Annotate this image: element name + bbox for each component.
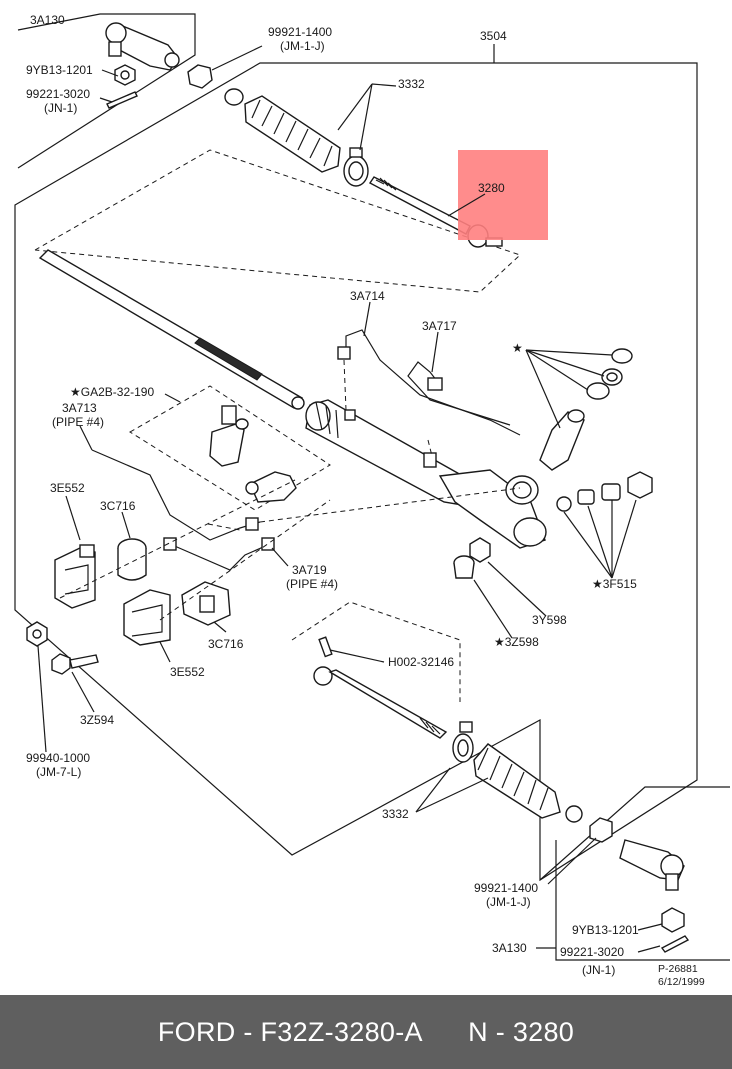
label-99221-bottom: 99221-3020 bbox=[560, 945, 624, 959]
pipe-3a713-fitting bbox=[245, 517, 259, 531]
lower-rod-dashed bbox=[291, 601, 461, 702]
insulator-3c716-bottom bbox=[181, 581, 231, 626]
highlight-3280 bbox=[458, 150, 548, 240]
pipe-3a717-dash bbox=[427, 439, 433, 457]
label-ga2b: ★GA2B-32-190 bbox=[70, 385, 154, 399]
inner-tie-rod-lower bbox=[313, 666, 448, 739]
label-jm1j-top: (JM-1-J) bbox=[280, 39, 325, 53]
nut-bottom-right bbox=[661, 907, 685, 933]
label-ref-date: 6/12/1999 bbox=[658, 976, 705, 988]
rack-outline-dashed bbox=[34, 149, 521, 293]
label-99221-top: 99221-3020 bbox=[26, 87, 90, 101]
label-star-seals: ★ bbox=[512, 341, 523, 355]
label-3a714: 3A714 bbox=[350, 289, 385, 303]
label-pipe-3a713: (PIPE #4) bbox=[52, 415, 104, 429]
label-3c716-bottom: 3C716 bbox=[208, 637, 244, 651]
label-3a719: 3A719 bbox=[292, 563, 327, 577]
label-3332-bottom: 3332 bbox=[382, 807, 409, 821]
clamp-lower bbox=[245, 471, 297, 503]
clamp-upper bbox=[209, 405, 249, 467]
pipe-3a719-fitting bbox=[163, 537, 177, 551]
pipe-3a714-dash bbox=[343, 359, 347, 411]
pipe-3a713 bbox=[91, 449, 261, 541]
cotter-h002 bbox=[318, 636, 333, 658]
boot-bottom bbox=[452, 721, 583, 823]
cotter-pin-bottom-right bbox=[660, 935, 690, 953]
bolt-3z594 bbox=[51, 653, 99, 675]
cotter-pin-top-left bbox=[106, 91, 138, 109]
label-3y598: 3Y598 bbox=[532, 613, 567, 627]
label-3z594: 3Z594 bbox=[80, 713, 114, 727]
label-3504: 3504 bbox=[480, 29, 507, 43]
clamp-group-dashed bbox=[129, 385, 331, 511]
label-99940: 99940-1000 bbox=[26, 751, 90, 765]
pipe-3a714-fitting bbox=[337, 346, 351, 360]
label-3f515: ★3F515 bbox=[592, 577, 637, 591]
label-3e552-top: 3E552 bbox=[50, 481, 85, 495]
jam-nut-bottom bbox=[589, 817, 613, 843]
leader-3280 bbox=[447, 193, 486, 217]
label-9yb13-top: 9YB13-1201 bbox=[26, 63, 93, 77]
pipe-3a719-fitting-2 bbox=[261, 537, 275, 551]
label-3a130-top: 3A130 bbox=[30, 13, 65, 27]
boot-top bbox=[224, 88, 369, 187]
nut-99940 bbox=[26, 621, 48, 647]
label-3a717: 3A717 bbox=[422, 319, 457, 333]
label-pipe-3a719: (PIPE #4) bbox=[286, 577, 338, 591]
label-h002: H002-32146 bbox=[388, 655, 454, 669]
label-jm7l: (JM-7-L) bbox=[36, 765, 81, 779]
steering-rack-exploded-diagram: 3A130 9YB13-1201 99221-3020 (JN-1) 99921… bbox=[14, 13, 730, 988]
label-3e552-bottom: 3E552 bbox=[170, 665, 205, 679]
pinion-valve bbox=[539, 409, 585, 471]
pipe-connection-dash bbox=[207, 487, 521, 531]
label-ref-code: P-26881 bbox=[658, 963, 698, 975]
bottom-right-inset-outline bbox=[539, 786, 730, 961]
label-3280: 3280 bbox=[478, 181, 505, 195]
seal-stack bbox=[586, 348, 633, 400]
label-99921-top: 99921-1400 bbox=[268, 25, 332, 39]
mount-dash bbox=[59, 479, 331, 621]
jam-nut-top bbox=[187, 64, 213, 89]
pipe-3a714 bbox=[345, 329, 521, 436]
rack-bar bbox=[38, 249, 305, 410]
part-number-footer: FORD - F32Z-3280-A N - 3280 bbox=[0, 995, 732, 1069]
label-jn1-bottom: (JN-1) bbox=[582, 963, 615, 977]
nut-top-left bbox=[114, 64, 136, 86]
label-3332-top: 3332 bbox=[398, 77, 425, 91]
pipe-3a719 bbox=[169, 543, 271, 571]
label-jm1j-bottom: (JM-1-J) bbox=[486, 895, 531, 909]
rack-housing bbox=[305, 399, 547, 549]
outer-tie-rod-end-bottom bbox=[619, 839, 685, 891]
label-3z598: ★3Z598 bbox=[494, 635, 539, 649]
insulator-3c716-top bbox=[117, 538, 147, 581]
label-3a713: 3A713 bbox=[62, 401, 97, 415]
mount-bracket-left bbox=[54, 544, 96, 609]
label-3a130-bottom: 3A130 bbox=[492, 941, 527, 955]
label-9yb13-bottom: 9YB13-1201 bbox=[572, 923, 639, 937]
pipe-3a717 bbox=[407, 361, 511, 426]
pipe-3a717-fitting bbox=[427, 377, 443, 391]
outer-tie-rod-end-top bbox=[105, 22, 180, 71]
fitting-3y598 bbox=[469, 537, 491, 563]
label-3c716-top: 3C716 bbox=[100, 499, 136, 513]
part-labels: 3A130 9YB13-1201 99221-3020 (JN-1) 99921… bbox=[26, 13, 705, 988]
fittings-3f515 bbox=[556, 471, 653, 512]
footer-part-number-text: FORD - F32Z-3280-A N - 3280 bbox=[157, 1016, 575, 1047]
label-99921-bottom: 99921-1400 bbox=[474, 881, 538, 895]
label-jn1-top: (JN-1) bbox=[44, 101, 77, 115]
fitting-3z598 bbox=[453, 555, 475, 579]
leader-lines bbox=[37, 44, 663, 953]
